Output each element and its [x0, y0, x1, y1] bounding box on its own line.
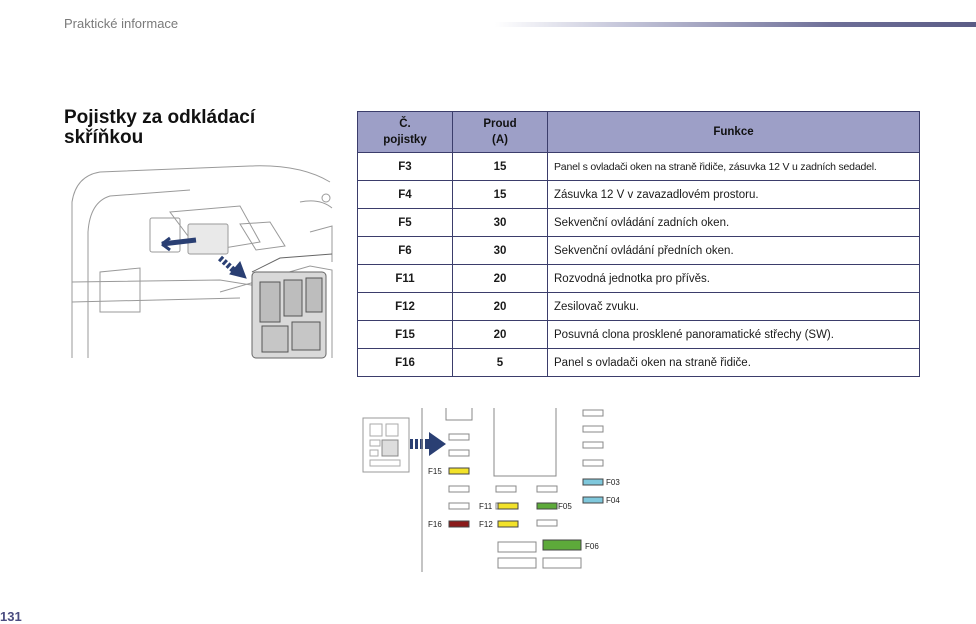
fuse-current: 30: [452, 236, 548, 265]
fuse-number: F12: [357, 292, 453, 321]
table-row: F16 5 Panel s ovladači oken na straně ři…: [357, 348, 920, 377]
fuse-f06: [542, 539, 582, 551]
table-row: F11 20 Rozvodná jednotka pro přívěs.: [357, 264, 920, 293]
fuse-f16: [448, 520, 470, 528]
label-f04: F04: [606, 496, 620, 505]
label-f12: F12: [479, 520, 493, 529]
fuse-number: F4: [357, 180, 453, 209]
table-row: F3 15 Panel s ovladači oken na straně ři…: [357, 152, 920, 181]
col1-line1: Č.: [399, 118, 411, 130]
fuse-f15: [448, 467, 470, 475]
fuse-box-diagram: F15 F11 F05 F16 F12 F03 F04 F06: [360, 402, 640, 579]
label-f05: F05: [558, 502, 572, 511]
fuse-function: Panel s ovladači oken na straně řidiče.: [547, 348, 920, 377]
fuse-f04: [582, 496, 604, 504]
table-row: F4 15 Zásuvka 12 V v zavazadlovém prosto…: [357, 180, 920, 209]
fuse-current: 20: [452, 320, 548, 349]
fuse-function: Sekvenční ovládání předních oken.: [547, 236, 920, 265]
fuse-f05: [536, 502, 558, 510]
fuse-f11: [497, 502, 519, 510]
fuse-number: F15: [357, 320, 453, 349]
fuse-table: Č. pojistky Proud (A) Funkce F3 15 Panel…: [357, 111, 920, 377]
table-header-row: Č. pojistky Proud (A) Funkce: [357, 111, 920, 153]
fuse-current: 30: [452, 208, 548, 237]
label-f11: F11: [479, 502, 493, 511]
table-row: F5 30 Sekvenční ovládání zadních oken.: [357, 208, 920, 237]
col1-line2: pojistky: [383, 134, 427, 146]
header-gradient-bar: [495, 22, 976, 27]
fuse-current: 15: [452, 152, 548, 181]
col2-line2: (A): [492, 134, 508, 146]
fuse-current: 15: [452, 180, 548, 209]
fuse-function: Rozvodná jednotka pro přívěs.: [547, 264, 920, 293]
label-f15: F15: [428, 467, 442, 476]
fuse-function: Sekvenční ovládání zadních oken.: [547, 208, 920, 237]
fuse-f03: [582, 478, 604, 486]
fuse-number: F3: [357, 152, 453, 181]
page-number-text: 131: [0, 609, 22, 624]
fuse-current: 5: [452, 348, 548, 377]
label-f03: F03: [606, 478, 620, 487]
page-header-section: Praktické informace: [64, 16, 179, 31]
fuse-number: F16: [357, 348, 453, 377]
fuse-f12: [497, 520, 519, 528]
fuse-number: F11: [357, 264, 453, 293]
fuse-function: Posuvná clona prosklené panoramatické st…: [547, 320, 920, 349]
fuse-function: Panel s ovladači oken na straně řidiče, …: [547, 152, 920, 181]
page-number: 131: [0, 609, 40, 624]
arrow-icon: [410, 432, 446, 456]
column-header-function: Funkce: [547, 111, 920, 153]
table-row: F12 20 Zesilovač zvuku.: [357, 292, 920, 321]
table-row: F6 30 Sekvenční ovládání předních oken.: [357, 236, 920, 265]
section-title: Pojistky za odkládací skříňkou: [64, 107, 256, 148]
column-header-current: Proud (A): [452, 111, 548, 153]
fuse-current: 20: [452, 292, 548, 321]
glovebox-illustration: [70, 162, 334, 363]
fuse-number: F5: [357, 208, 453, 237]
fuse-function: Zesilovač zvuku.: [547, 292, 920, 321]
col2-line1: Proud: [483, 118, 517, 130]
label-f16: F16: [428, 520, 442, 529]
fuse-number: F6: [357, 236, 453, 265]
fusebox-locator: [362, 417, 410, 473]
column-header-fuse-number: Č. pojistky: [357, 111, 453, 153]
fuse-function: Zásuvka 12 V v zavazadlovém prostoru.: [547, 180, 920, 209]
label-f06: F06: [585, 542, 599, 551]
table-row: F15 20 Posuvná clona prosklené panoramat…: [357, 320, 920, 349]
fuse-current: 20: [452, 264, 548, 293]
